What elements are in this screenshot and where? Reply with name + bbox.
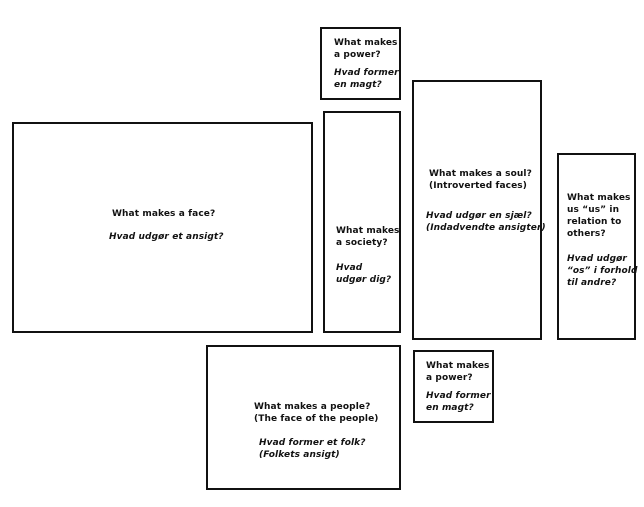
panel-people-english: What makes a people? (The face of the pe… (254, 402, 379, 424)
panel-people-danish: Hvad former et folk? (Folkets ansigt) (259, 438, 366, 460)
panel-power-top (320, 27, 401, 100)
panel-soul (412, 80, 542, 340)
panel-society (323, 111, 401, 333)
panel-us (557, 153, 636, 340)
panel-soul-english: What makes a soul? (Introverted faces) (429, 169, 532, 191)
panel-power-top-danish: Hvad former en magt? (334, 68, 399, 90)
panel-face-danish: Hvad udgør et ansigt? (109, 232, 224, 242)
panel-us-english: What makes us “us” in relation to others… (567, 193, 631, 239)
panel-power-bottom (413, 350, 494, 423)
panel-soul-danish: Hvad udgør en sjæl? (Indadvendte ansigte… (426, 211, 546, 233)
panel-society-english: What makes a society? (336, 226, 400, 248)
panel-people (206, 345, 401, 490)
panel-power-bottom-english: What makes a power? (426, 361, 490, 383)
panel-face-english: What makes a face? (112, 209, 216, 219)
panel-power-top-english: What makes a power? (334, 38, 398, 60)
panel-power-bottom-danish: Hvad former en magt? (426, 391, 491, 413)
panel-society-danish: Hvad udgør dig? (336, 263, 392, 285)
panel-us-danish: Hvad udgør “os” i forhold til andre? (567, 254, 638, 288)
panel-face (12, 122, 313, 333)
